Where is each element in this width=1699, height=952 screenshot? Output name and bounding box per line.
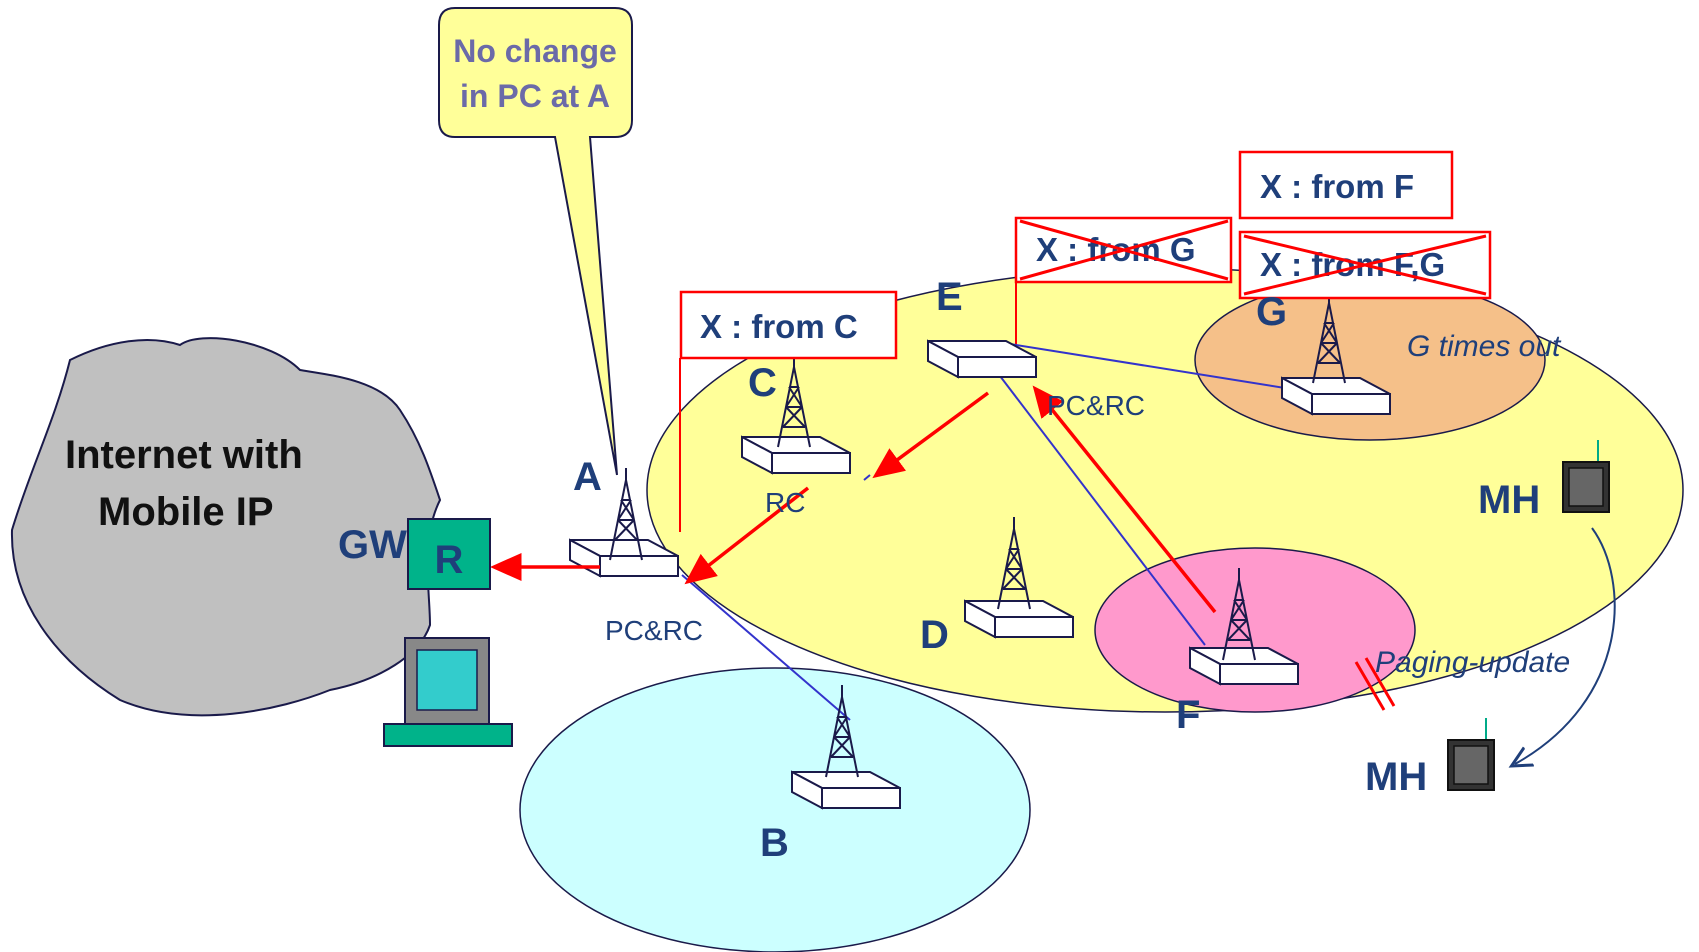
node-label-a: A — [573, 455, 602, 499]
computer-icon — [383, 637, 513, 747]
arrow-e-to-c — [872, 391, 990, 479]
cell-area-b — [519, 667, 1031, 952]
cell-area-f — [1094, 547, 1416, 713]
mobile-host-bottom[interactable] — [1447, 718, 1495, 791]
cloud-label-line2: Mobile IP — [98, 490, 274, 534]
table-box-g-new — [1238, 150, 1454, 220]
table-e-old-cross-2 — [1019, 219, 1229, 281]
table-g-old-cross-2 — [1243, 234, 1487, 296]
mh-bottom-label: MH — [1365, 755, 1427, 799]
callout-bubble — [438, 7, 633, 476]
table-c-text: X : from C — [700, 308, 858, 345]
g-timeout-note: G times out — [1407, 330, 1562, 363]
paging-break-mark-2 — [1364, 657, 1396, 707]
mobile-host-top[interactable] — [1562, 440, 1610, 513]
arrow-f-to-e — [1032, 385, 1217, 614]
router-r[interactable] — [407, 518, 491, 590]
router-label: R — [435, 538, 464, 582]
table-box-c — [679, 290, 898, 360]
node-label-f: F — [1176, 693, 1200, 737]
link-c-tick — [863, 474, 871, 481]
node-label-g: G — [1256, 290, 1287, 334]
table-g-new-text: X : from F — [1260, 168, 1414, 205]
node-label-b: B — [760, 821, 789, 865]
paging-break-mark-1 — [1354, 661, 1386, 711]
link-e-g — [1009, 343, 1311, 393]
callout-line1: No change — [453, 33, 617, 69]
node-label-c: C — [748, 361, 777, 405]
link-e-f — [999, 375, 1206, 646]
paging-update-note: Paging-update — [1375, 646, 1570, 679]
node-label-e: E — [936, 275, 963, 319]
node-role-a: PC&RC — [605, 615, 703, 646]
internet-cloud — [10, 337, 442, 717]
gateway-label: GW — [338, 523, 407, 567]
callout-line2: in PC at A — [460, 78, 610, 114]
cloud-label-line1: Internet with — [65, 433, 303, 477]
mh-top-label: MH — [1478, 478, 1540, 522]
mh-movement-arrow — [1515, 527, 1616, 764]
node-role-c: RC — [765, 487, 805, 518]
node-label-d: D — [920, 613, 949, 657]
arrow-c-to-a — [684, 486, 810, 585]
link-a-b — [681, 574, 851, 721]
node-role-e: PC&RC — [1047, 390, 1145, 421]
